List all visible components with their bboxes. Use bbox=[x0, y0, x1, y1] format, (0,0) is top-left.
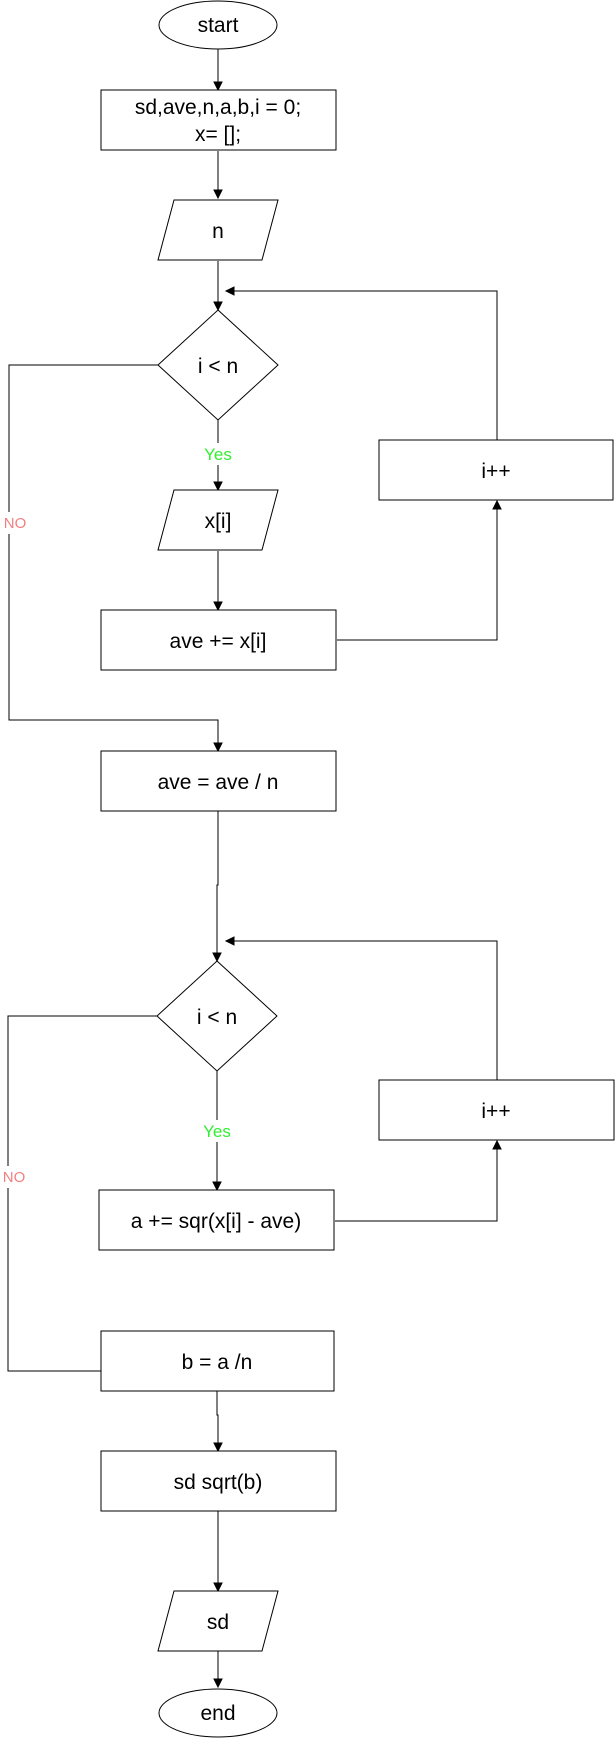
edge-avg-cond2 bbox=[216, 811, 219, 955]
output-sd-node: sd bbox=[157, 1590, 279, 1652]
sqrt-sd-label: sd sqrt(b) bbox=[174, 1471, 263, 1494]
inc2-label: i++ bbox=[481, 1100, 510, 1123]
arrowhead bbox=[492, 499, 502, 510]
arrowhead bbox=[213, 81, 223, 92]
div-b-label: b = a /n bbox=[182, 1351, 253, 1374]
no-label-1: NO bbox=[4, 515, 27, 532]
avg-label: ave = ave / n bbox=[158, 771, 279, 794]
sum-sq-label: a += sqr(x[i] - ave) bbox=[131, 1210, 301, 1233]
output-sd-label: sd bbox=[207, 1611, 229, 1634]
sum-sq-process: a += sqr(x[i] - ave) bbox=[98, 1189, 335, 1251]
end-node: end bbox=[158, 1688, 278, 1738]
sum-ave-label: ave += x[i] bbox=[170, 630, 267, 653]
no-label-2: NO bbox=[3, 1169, 26, 1186]
start-node: start bbox=[158, 0, 278, 50]
yes-label-2: Yes bbox=[203, 1122, 231, 1141]
edge-cond2-no bbox=[7, 1015, 160, 1372]
avg-process: ave = ave / n bbox=[100, 750, 337, 812]
arrowhead bbox=[224, 286, 235, 296]
edge-b-sd bbox=[216, 1391, 219, 1445]
arrowhead bbox=[213, 1582, 223, 1593]
edge-sum-inc1 bbox=[337, 508, 498, 641]
start-label: start bbox=[198, 14, 239, 37]
input-n-node: n bbox=[157, 199, 279, 261]
sum-ave-process: ave += x[i] bbox=[100, 609, 337, 671]
init-process: sd,ave,n,a,b,i = 0; x= []; bbox=[100, 89, 337, 151]
edge-sumsq-inc2 bbox=[335, 1148, 498, 1222]
arrowhead bbox=[212, 952, 222, 963]
edge-inc1-loop-back bbox=[234, 290, 498, 440]
arrowhead bbox=[213, 601, 223, 612]
inc2-process: i++ bbox=[378, 1079, 615, 1141]
arrowhead bbox=[212, 1181, 222, 1192]
init-label-line2: x= []; bbox=[195, 123, 241, 146]
connectors bbox=[7, 49, 502, 1689]
edge-cond1-no bbox=[8, 364, 219, 745]
sqrt-sd-process: sd sqrt(b) bbox=[100, 1450, 337, 1512]
cond1-decision: i < n bbox=[157, 309, 279, 421]
cond1-label: i < n bbox=[198, 355, 238, 378]
cond2-label: i < n bbox=[197, 1006, 237, 1029]
input-n-label: n bbox=[212, 220, 224, 243]
arrowhead bbox=[213, 1678, 223, 1689]
edge-inc2-loop-back bbox=[234, 940, 498, 1081]
end-label: end bbox=[200, 1702, 235, 1725]
arrowhead bbox=[224, 936, 235, 946]
input-x-label: x[i] bbox=[205, 510, 232, 533]
inc1-label: i++ bbox=[481, 460, 510, 483]
div-b-process: b = a /n bbox=[100, 1330, 335, 1392]
arrowhead bbox=[213, 1442, 223, 1453]
arrowhead bbox=[213, 189, 223, 200]
arrowhead bbox=[492, 1139, 502, 1150]
input-x-node: x[i] bbox=[157, 489, 279, 551]
arrowhead bbox=[213, 742, 223, 753]
arrowhead bbox=[213, 301, 223, 312]
yes-label-1: Yes bbox=[204, 445, 232, 464]
cond2-decision: i < n bbox=[156, 960, 278, 1072]
inc1-process: i++ bbox=[378, 439, 614, 501]
init-label-line1: sd,ave,n,a,b,i = 0; bbox=[135, 96, 301, 119]
edge-labels: Yes NO Yes NO bbox=[0, 443, 238, 1188]
arrowhead bbox=[213, 481, 223, 492]
